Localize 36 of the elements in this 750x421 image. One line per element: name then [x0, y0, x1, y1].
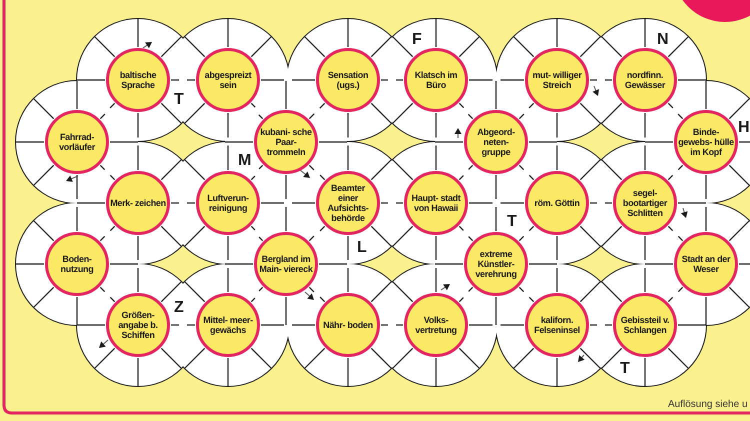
clue-text: extreme Künstler- verehrung: [474, 249, 518, 279]
clue-text: kaliforn. Felseninsel: [533, 315, 581, 335]
clue-text: Bergland im Main- viereck: [258, 254, 314, 274]
hint-letter: Z: [174, 300, 184, 316]
clue-text: baltische Sprache: [118, 70, 158, 90]
clue-text: Sensation (ugs.): [326, 70, 370, 90]
clue-text: Haupt- stadt von Hawaii: [410, 193, 462, 213]
clue-text: Stadt an der Weser: [680, 254, 732, 274]
clue-text: mut- williger Streich: [531, 70, 583, 90]
clue-text: Luftverun- reinigung: [206, 193, 250, 213]
clue-text: abgespreizt sein: [204, 70, 252, 90]
clue-text: Größen- angabe b. Schiffen: [117, 310, 159, 340]
clue-text: Volks- vertretung: [414, 315, 458, 335]
hint-letter: T: [174, 92, 184, 108]
clue-text: Klatsch im Büro: [414, 70, 458, 90]
clue-text: Fahrrad- vorläufer: [58, 132, 96, 152]
hint-letter: F: [412, 32, 422, 48]
clue-text: segel- bootartiger Schlitten: [622, 188, 668, 218]
hint-letter: N: [657, 32, 669, 48]
clue-text: nordfinn. Gewässer: [624, 70, 666, 90]
solution-note: Auflösung siehe u: [668, 399, 748, 411]
clue-text: Boden- nutzung: [60, 254, 94, 274]
hint-letter: M: [238, 153, 252, 169]
hint-letter: H: [738, 120, 750, 136]
clue-text: Beamter einer Aufsichts- behörde: [326, 183, 370, 223]
clue-text: Binde- gewebs- hülle im Kopf: [678, 127, 734, 157]
hint-letter: L: [357, 240, 367, 256]
clue-text: röm. Göttin: [533, 198, 581, 208]
clue-text: Mittel- meer- gewächs: [202, 315, 254, 335]
clue-text: Abgeord- neten- gruppe: [476, 127, 516, 157]
hint-letter: T: [620, 361, 630, 377]
clue-text: Gebissteil v. Schlangen: [620, 315, 670, 335]
clue-text: kubani- sche Paar- trommeln: [259, 127, 313, 157]
clue-text: Merk- zeichen: [110, 198, 166, 208]
clue-text: Nähr- boden: [322, 320, 374, 330]
hint-letter: T: [507, 214, 517, 230]
